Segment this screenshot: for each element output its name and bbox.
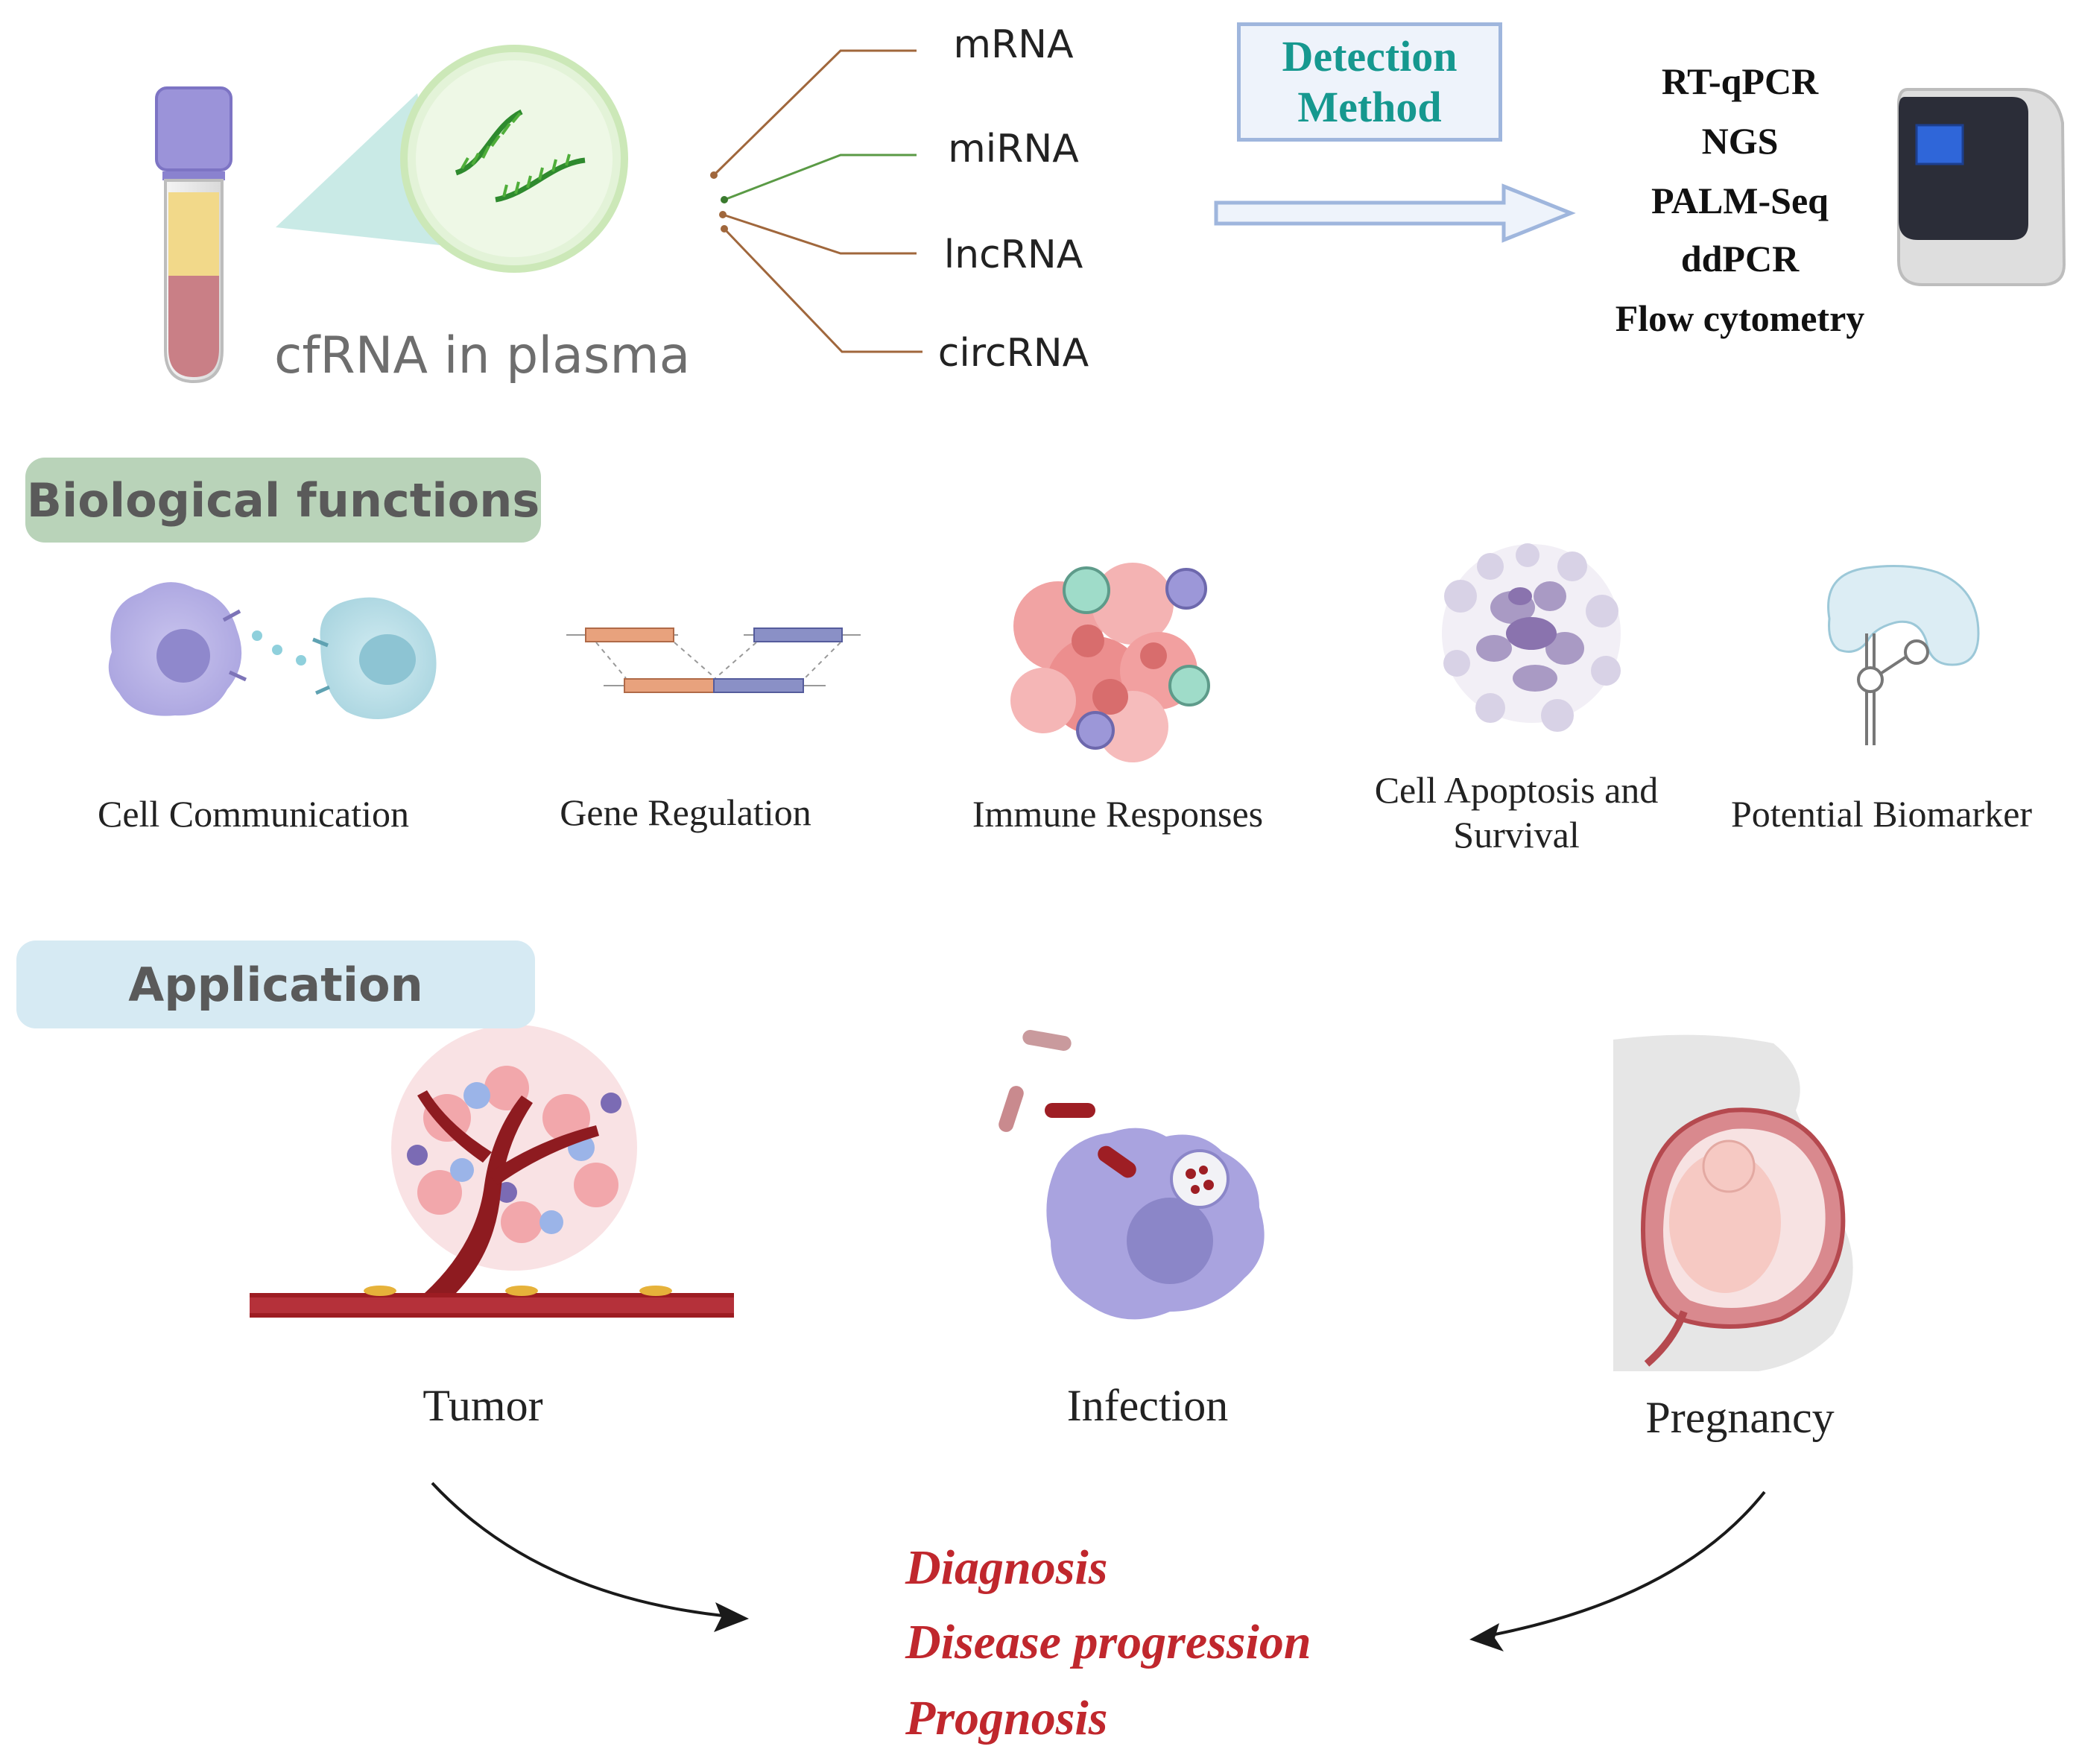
function-label-cell-apoptosis: Cell Apoptosis and Survival xyxy=(1326,768,1706,857)
method-rt-qpcr: RT-qPCR xyxy=(1661,60,1819,102)
section-title-biological-functions: Biological functions xyxy=(25,458,541,543)
blood-tube-icon xyxy=(155,86,232,384)
rna-type-lncrna: lncRNA xyxy=(943,233,1083,277)
function-label-line: Potential Biomarker xyxy=(1730,793,2033,835)
outcome-disease-progression: Disease progression xyxy=(905,1615,1311,1669)
gene-regulation-icon xyxy=(566,627,861,693)
arrowhead-left-icon xyxy=(714,1602,749,1632)
rna-type-mrna: mRNA xyxy=(953,22,1074,67)
cell-communication-icon xyxy=(108,582,437,719)
outcome-prognosis: Prognosis xyxy=(905,1691,1108,1745)
section-title-application: Application xyxy=(16,941,535,1028)
function-label-line: Cell Communication xyxy=(97,793,410,835)
detection-line-1: Detection xyxy=(1282,32,1458,80)
function-label-cell-communication: Cell Communication xyxy=(45,791,462,836)
function-label-line: Cell Apoptosis and xyxy=(1374,769,1659,811)
method-palm-seq: PALM-Seq xyxy=(1651,180,1829,221)
detection-method-box: Detection Method xyxy=(1237,22,1502,142)
application-label-infection: Infection xyxy=(1066,1381,1229,1430)
outcome-arrows xyxy=(431,1482,1766,1640)
function-label-line: Immune Responses xyxy=(972,793,1264,835)
rna-type-mirna: miRNA xyxy=(948,127,1079,171)
function-label-gene-regulation: Gene Regulation xyxy=(492,790,879,835)
function-label-immune-responses: Immune Responses xyxy=(924,791,1311,836)
method-flow-cytometry: Flow cytometry xyxy=(1615,297,1865,339)
cell-apoptosis-icon xyxy=(1442,543,1621,732)
method-ngs: NGS xyxy=(1701,120,1779,162)
application-label-pregnancy: Pregnancy xyxy=(1645,1393,1835,1442)
application-label-tumor: Tumor xyxy=(423,1381,543,1430)
pregnancy-icon xyxy=(1613,1034,1853,1371)
qpcr-instrument-icon xyxy=(1897,88,2066,286)
function-label-potential-biomarker: Potential Biomarker xyxy=(1706,791,2057,836)
infection-icon xyxy=(999,1030,1265,1320)
detection-method-label: Detection Method xyxy=(1282,31,1457,133)
outcome-diagnosis: Diagnosis xyxy=(905,1540,1108,1595)
method-ddpcr: ddPCR xyxy=(1680,238,1800,279)
rna-magnifier-icon xyxy=(276,45,628,273)
plasma-title: cfRNA in plasma xyxy=(274,326,691,385)
detection-line-2: Method xyxy=(1297,83,1442,131)
arrowhead-right-icon xyxy=(1469,1623,1504,1651)
tumor-icon xyxy=(250,1025,734,1318)
rna-branch-lines xyxy=(710,49,923,353)
function-label-line: Survival xyxy=(1453,814,1580,856)
function-label-line: Gene Regulation xyxy=(560,791,811,833)
immune-responses-icon xyxy=(1010,563,1210,762)
biomarker-icon xyxy=(1827,565,1980,745)
detection-arrow-icon xyxy=(1214,183,1576,243)
rna-type-circrna: circRNA xyxy=(937,331,1089,376)
